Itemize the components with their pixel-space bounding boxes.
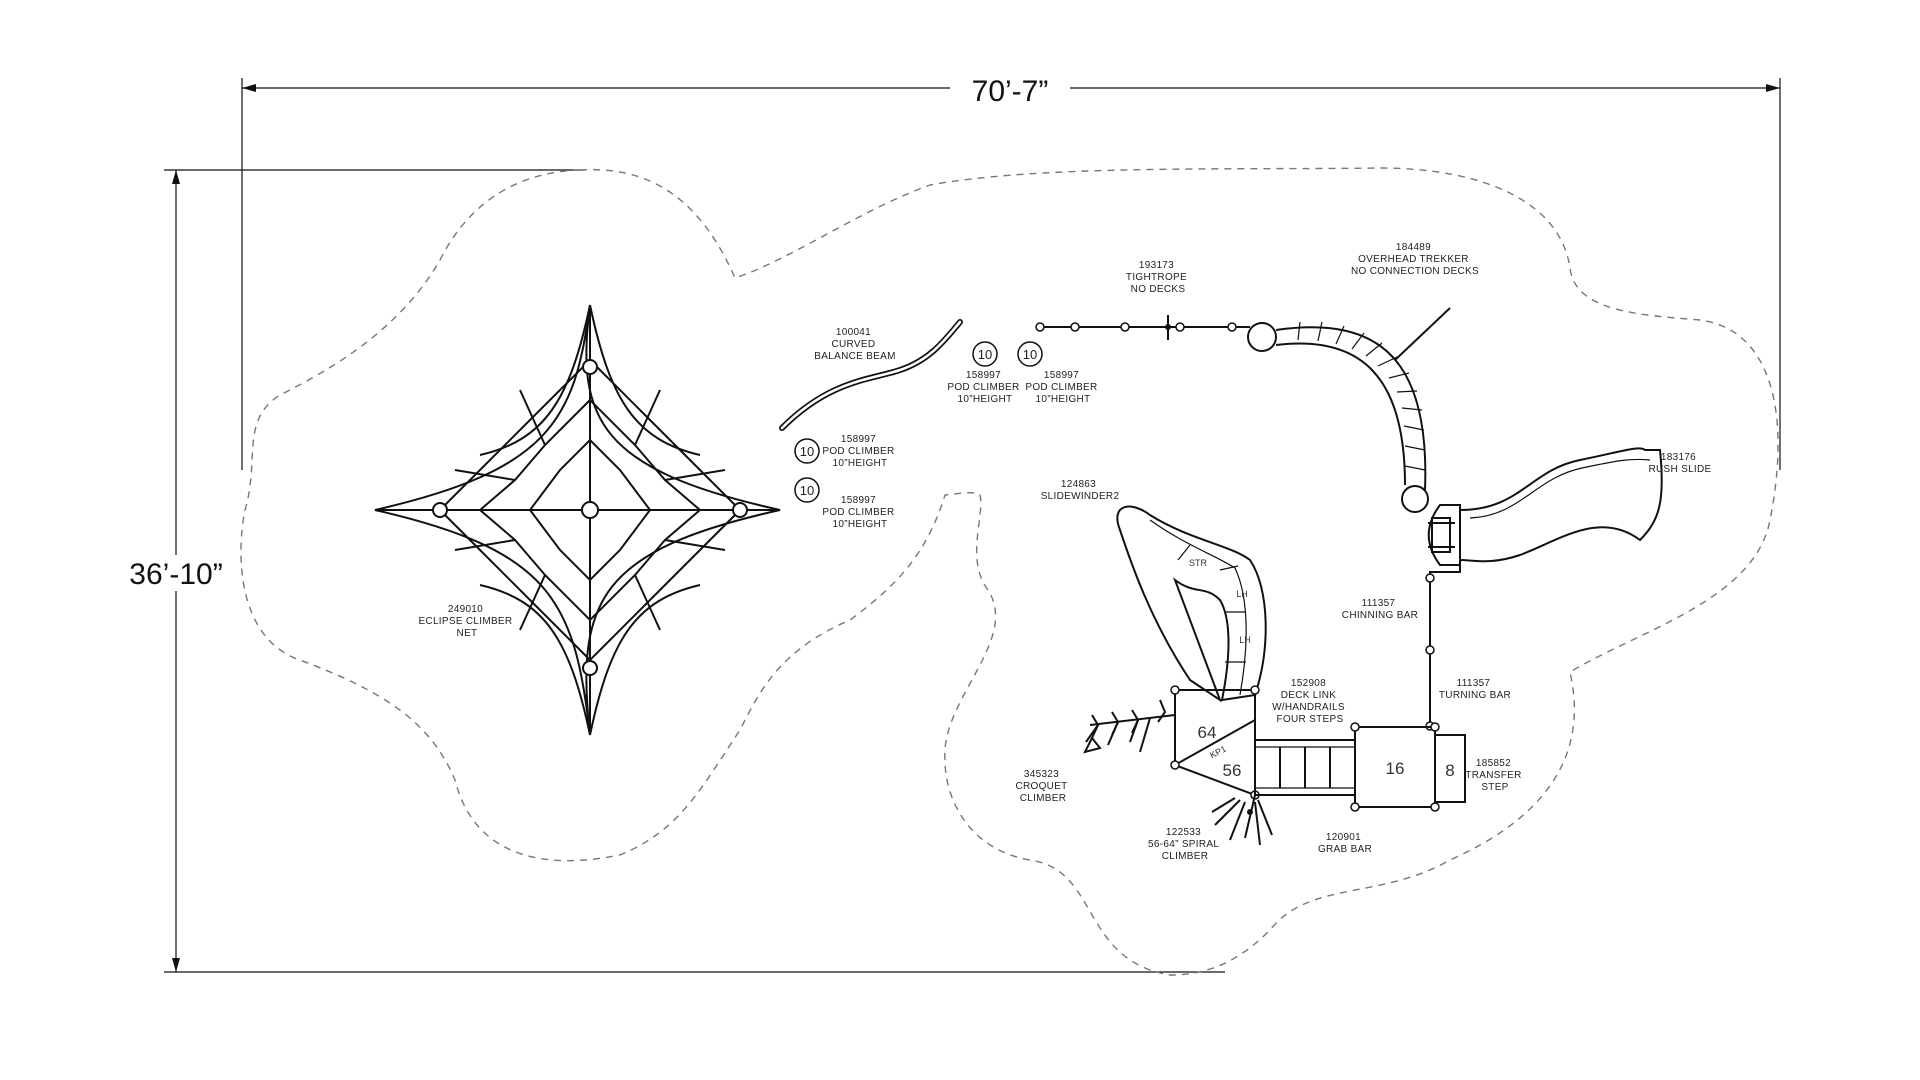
svg-text:STR: STR <box>1189 558 1208 568</box>
svg-text:10: 10 <box>800 444 814 459</box>
width-dimension: 70’-7” <box>241 72 1781 470</box>
square-deck-16: 16 <box>1350 722 1440 812</box>
croquet-climber <box>1083 699 1176 754</box>
croquet-climber-label: 345323 CROQUET CLIMBER <box>1015 769 1070 804</box>
deck-number-8: 8 <box>1445 761 1454 780</box>
safety-zone-boundary <box>240 167 1779 976</box>
deck-link-steps <box>1254 739 1356 796</box>
width-dimension-label: 70’-7” <box>972 75 1049 108</box>
grab-bar-label: 120901 GRAB BAR <box>1318 832 1372 855</box>
chinning-and-turning-bars <box>1425 565 1461 731</box>
slidewinder-label: 124863 SLIDEWINDER2 <box>1041 479 1120 502</box>
rush-slide <box>1427 447 1663 566</box>
deck-number-16: 16 <box>1386 759 1405 778</box>
pod-climber-3: 10 <box>972 341 998 367</box>
pod-climber-2: 10 <box>794 477 820 503</box>
svg-text:LH: LH <box>1236 589 1248 599</box>
overhead-trekker <box>1247 307 1451 513</box>
overhead-trekker-label: 184489 OVERHEAD TREKKER NO CONNECTION DE… <box>1351 242 1479 277</box>
spiral-climber-label: 122533 56-64” SPIRAL CLIMBER <box>1148 827 1222 862</box>
deck-number-64: 64 <box>1198 723 1217 742</box>
tightrope-label: 193173 TIGHTROPE NO DECKS <box>1126 260 1190 295</box>
pod-climber-4-label: 158997 POD CLIMBER 10”HEIGHT <box>1025 370 1100 405</box>
pod-climber-2-label: 158997 POD CLIMBER 10”HEIGHT <box>822 495 897 530</box>
triangle-deck-64-56: 64 56 KP1 <box>1170 685 1260 800</box>
svg-text:10: 10 <box>978 347 992 362</box>
svg-text:KP1: KP1 <box>1208 744 1228 761</box>
eclipse-climber-net <box>374 304 781 736</box>
slidewinder-slide: STR LH LH <box>1116 505 1267 703</box>
rush-slide-label: 183176 RUSH SLIDE <box>1648 452 1711 475</box>
transfer-step-8: 8 <box>1434 734 1466 803</box>
height-dimension-label: 36’-10” <box>129 558 222 591</box>
height-dimension: 36’-10” <box>116 169 1225 973</box>
deck-number-56: 56 <box>1223 761 1242 780</box>
balance-beam-label: 100041 CURVED BALANCE BEAM <box>814 327 895 362</box>
eclipse-climber-label: 249010 ECLIPSE CLIMBER NET <box>418 604 515 639</box>
pod-climber-3-label: 158997 POD CLIMBER 10”HEIGHT <box>947 370 1022 405</box>
transfer-step-label: 185852 TRANSFER STEP <box>1465 758 1524 793</box>
tightrope <box>1035 315 1250 340</box>
pod-climber-4: 10 <box>1017 341 1043 367</box>
spiral-climber <box>1211 794 1273 846</box>
svg-text:10: 10 <box>800 483 814 498</box>
deck-link-label: 152908 DECK LINK W/HANDRAILS FOUR STEPS <box>1272 678 1348 725</box>
svg-text:10: 10 <box>1023 347 1037 362</box>
svg-text:LH: LH <box>1239 635 1251 645</box>
chinning-bar-label: 111357 CHINNING BAR <box>1342 598 1418 621</box>
turning-bar-label: 111357 TURNING BAR <box>1439 678 1511 701</box>
pod-climber-1-label: 158997 POD CLIMBER 10”HEIGHT <box>822 434 897 469</box>
pod-climber-1: 10 <box>794 438 820 464</box>
